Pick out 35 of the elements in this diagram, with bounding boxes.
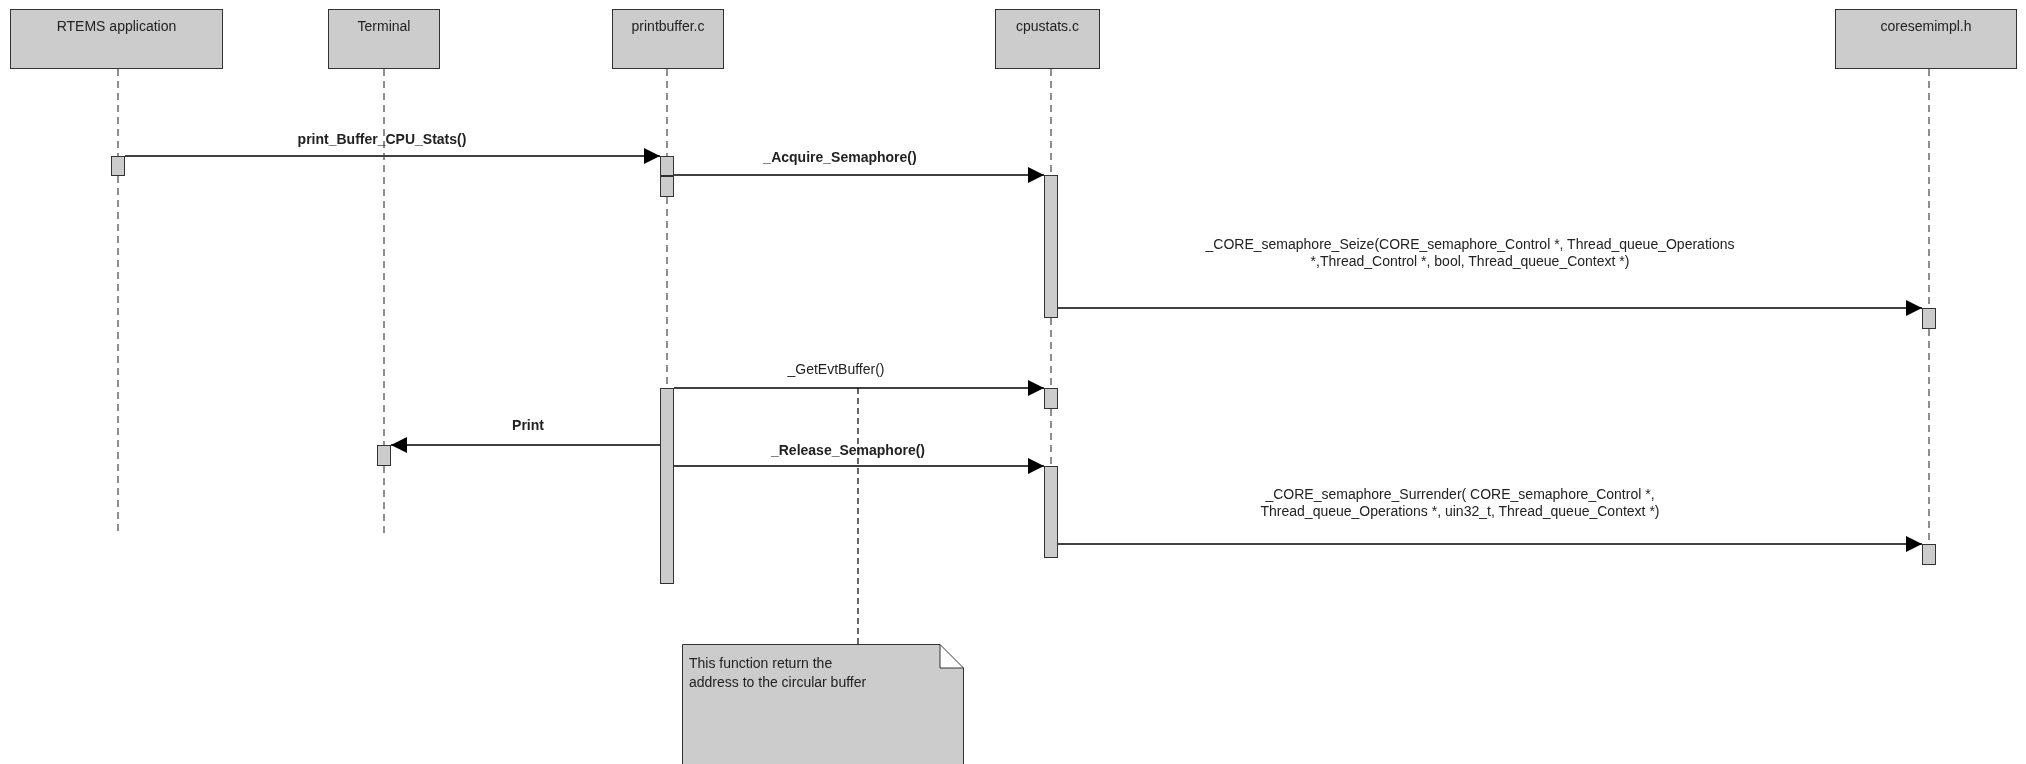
participant-box: coresemimpl.h (1835, 9, 2017, 69)
activation-bar (1044, 466, 1058, 558)
participant-box: RTEMS application (10, 9, 223, 69)
activation-bar (111, 156, 125, 176)
activation-bar (1922, 544, 1936, 565)
activation-bar (660, 156, 674, 176)
activation-bar (1044, 388, 1058, 409)
activation-bar (660, 388, 674, 584)
message-arrow (673, 380, 1045, 396)
message-arrow (390, 437, 661, 453)
message-arrow (124, 148, 661, 164)
lifeline (383, 68, 385, 446)
message-arrow (1057, 300, 1923, 316)
lifeline (666, 68, 668, 157)
leader-line (857, 387, 859, 645)
message-label: _GetEvtBuffer() (787, 361, 885, 378)
activation-bar (660, 176, 674, 197)
message-label: Print (512, 417, 544, 434)
message-label: _CORE_semaphore_Surrender( CORE_semaphore_Control *, Thread_queue_Operations *, uin32_t, Thread_queue_Context *) (1259, 486, 1661, 520)
lifeline (117, 68, 119, 157)
message-label: _Acquire_Semaphore() (763, 149, 917, 166)
activation-bar (1044, 175, 1058, 318)
message-label: print_Buffer_CPU_Stats() (297, 131, 467, 148)
activation-bar (377, 445, 391, 466)
message-arrow (1057, 536, 1923, 552)
participant-box: printbuffer.c (612, 9, 724, 69)
activation-bar (1922, 308, 1936, 329)
message-arrow (673, 167, 1045, 183)
participant-box: cpustats.c (995, 9, 1100, 69)
message-label: _CORE_semaphore_Seize(CORE_semaphore_Control *, Thread_queue_Operations *,Thread_Control *, bool, Thread_queue_Context *) (1204, 236, 1736, 270)
message-label: _Release_Semaphore() (770, 442, 926, 459)
note-text: This function return the address to the circular buffer (689, 654, 868, 692)
message-arrow (673, 458, 1045, 474)
lifeline (1050, 408, 1052, 467)
participant-box: Terminal (328, 9, 440, 69)
